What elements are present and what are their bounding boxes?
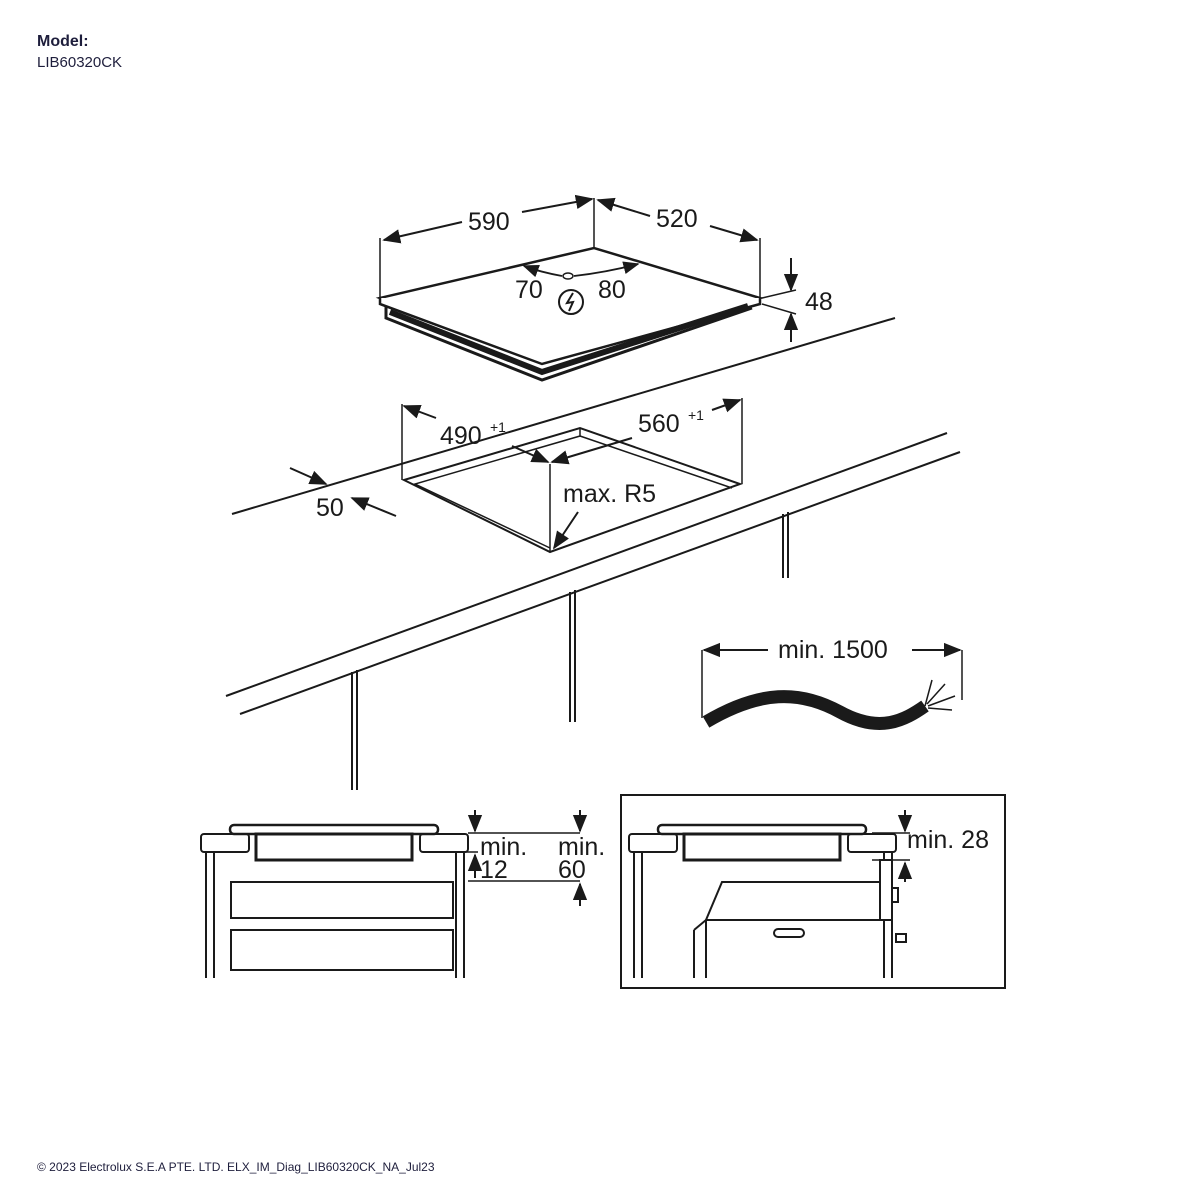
worktop-front-top-edge [225,432,948,697]
cutout-depth-tol: +1 [490,419,506,435]
edge-dim-left [289,467,328,485]
hob-housing [384,306,753,382]
oven-knob-bottom [895,933,907,943]
radius-label: max. R5 [563,480,656,508]
cable-drawing [701,642,963,730]
model-label: Model: [37,33,89,50]
conn-left-label: 70 [515,276,543,304]
worktop-back-edge [231,317,896,515]
section-left-hob-body [254,832,414,862]
hob-width-dim-left [382,221,463,244]
connection-point [562,272,574,280]
model-value: LIB60320CK [37,54,123,71]
oven-body [705,881,881,978]
drawer-top [230,881,454,919]
cable-length-label: min. 1500 [778,636,888,664]
oven-knob-top [891,887,899,903]
cutout-width-label: 560 [638,410,680,438]
min28-label: min. 28 [907,826,989,854]
min60-label: min. [558,833,605,861]
section-right-hob-body [682,832,842,862]
copyright-footer: © 2023 Electrolux S.E.A PTE. LTD. ELX_IM… [37,1160,435,1174]
edge-distance-label: 50 [316,494,344,522]
conn-dim-left [522,265,563,278]
conn-right-label: 80 [598,276,626,304]
min60-value: 60 [558,856,586,884]
cutout-depth-label: 490 [440,422,482,450]
hob-depth-label: 520 [656,205,698,233]
cutout-depth-dim-left [402,404,437,419]
cutout-width-tol: +1 [688,407,704,423]
hob-width-dim-right [521,194,594,213]
radius-leader [553,511,579,550]
min12-value: 12 [480,856,508,884]
oven-handle [773,928,805,938]
worktop-front-bottom-edge [239,451,961,715]
drawer-bottom [230,929,454,971]
hob-drawing [375,194,799,382]
section-right-drawing [620,794,1006,989]
hob-height-label: 48 [805,288,833,316]
cutout-width-dim-left [550,437,633,465]
cutout-depth-dim-right [511,445,550,463]
electrical-icon [558,289,584,315]
hob-depth-dim-left [596,197,651,217]
hob-glass-edge [378,298,762,366]
section-right-frame [620,794,1006,989]
cable-body [702,690,929,730]
cutout-width-dim-right [711,398,742,413]
min12-label: min. [480,833,527,861]
conn-dim-right [573,261,640,277]
hob-width-label: 590 [468,208,510,236]
edge-dim-right [350,497,397,517]
section-left-drawing [200,810,588,978]
hob-depth-dim-right [709,225,759,243]
cutout-hole [401,426,743,554]
worktop-drawing [225,317,961,790]
